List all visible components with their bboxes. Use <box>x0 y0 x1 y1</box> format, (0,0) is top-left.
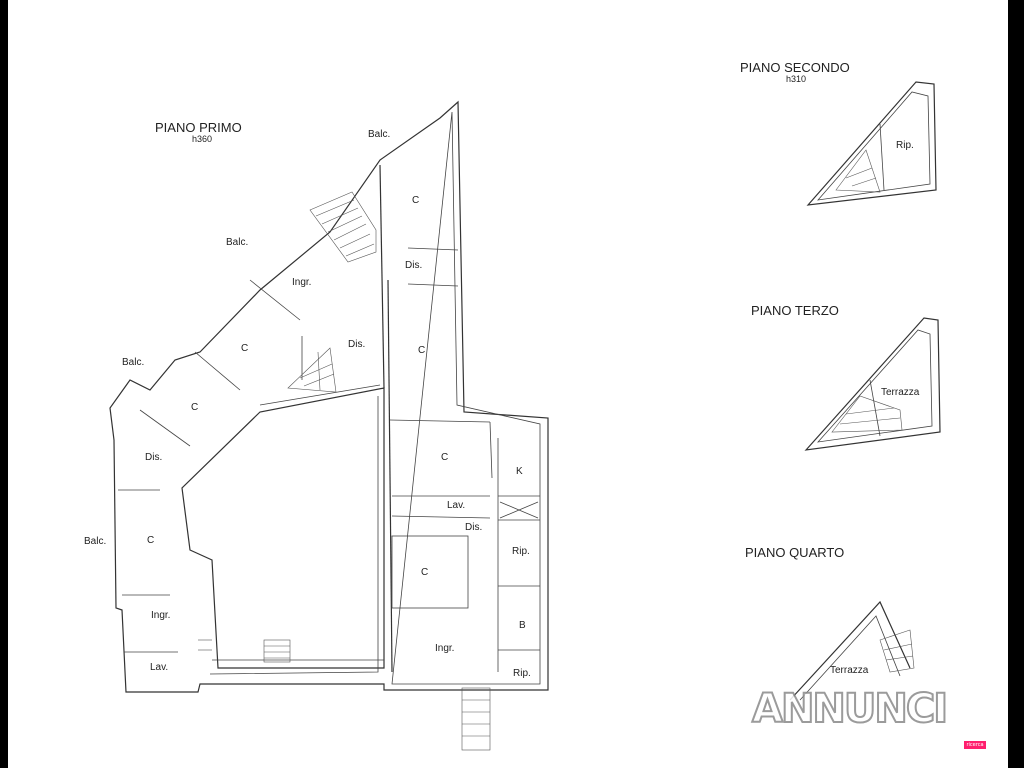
room-label-c: C <box>441 452 448 463</box>
piano-secondo-title: PIANO SECONDO <box>740 60 850 75</box>
floor-plan-drawing: PIANO PRIMO h360 PIANO SECONDO h310 PIAN… <box>84 60 949 751</box>
source-badge[interactable]: ricerca <box>964 741 986 749</box>
room-label-c: C <box>421 567 428 578</box>
room-label-lav: Lav. <box>447 500 465 511</box>
stairs-upper <box>309 191 377 263</box>
room-label-c: C <box>241 343 248 354</box>
room-label-terrazza: Terrazza <box>830 665 869 676</box>
room-label-ingr: Ingr. <box>292 277 311 288</box>
quarto-walls <box>789 600 915 701</box>
room-label-balc: Balc. <box>84 536 106 547</box>
watermark: ANNUNCI <box>752 686 946 732</box>
room-label-ingr: Ingr. <box>435 643 454 654</box>
room-label-lav: Lav. <box>150 662 168 673</box>
room-label-dis: Dis. <box>145 452 162 463</box>
piano-secondo-height: h310 <box>786 74 806 84</box>
room-label-dis: Dis. <box>465 522 482 533</box>
room-label-c: C <box>191 402 198 413</box>
room-label-terrazza: Terrazza <box>881 387 920 398</box>
room-label-c: C <box>412 195 419 206</box>
room-label-rip: Rip. <box>513 668 531 679</box>
room-label-rip: Rip. <box>512 546 530 557</box>
room-label-b: B <box>519 620 526 631</box>
piano-quarto-title: PIANO QUARTO <box>745 545 844 560</box>
room-label-ingr: Ingr. <box>151 610 170 621</box>
terzo-walls <box>804 317 941 451</box>
room-label-balc: Balc. <box>226 237 248 248</box>
room-label-rip: Rip. <box>896 140 914 151</box>
stairs-bottom <box>198 639 491 751</box>
floor-plan-sheet: PIANO PRIMO h360 PIANO SECONDO h310 PIAN… <box>8 0 1008 768</box>
primo-walls <box>109 100 549 693</box>
piano-primo-height: h360 <box>192 134 212 144</box>
room-label-balc: Balc. <box>122 357 144 368</box>
room-label-dis: Dis. <box>348 339 365 350</box>
piano-terzo-title: PIANO TERZO <box>751 303 839 318</box>
room-label-c: C <box>418 345 425 356</box>
piano-primo-title: PIANO PRIMO <box>155 120 242 135</box>
room-label-c: C <box>147 535 154 546</box>
room-label-balc: Balc. <box>368 129 390 140</box>
room-label-dis: Dis. <box>405 260 422 271</box>
stairs-middle <box>287 347 337 393</box>
secondo-walls <box>806 81 937 206</box>
room-label-k: K <box>516 466 523 477</box>
